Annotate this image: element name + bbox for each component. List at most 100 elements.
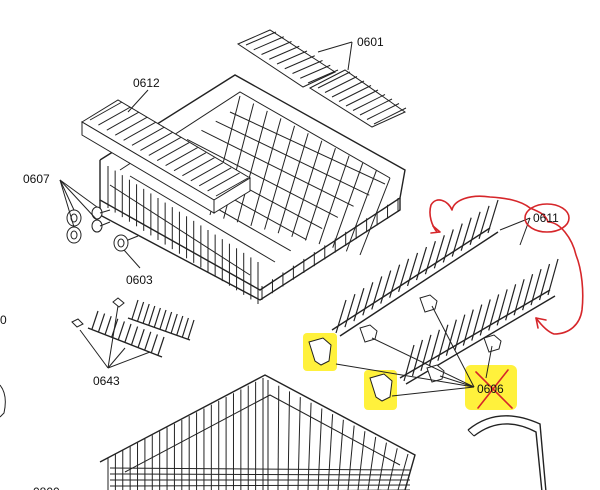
shelf-slat (284, 55, 315, 70)
label-0601: 0601 (357, 35, 384, 49)
big-tine (380, 270, 392, 304)
label-0611: 0611 (533, 211, 559, 225)
big-tine (437, 324, 449, 361)
handle-part (467, 415, 547, 490)
big-tine (547, 258, 559, 296)
basket-tine (359, 177, 391, 256)
tray-slat (140, 131, 173, 151)
big-tine (451, 223, 463, 257)
small-tine (153, 307, 161, 328)
small-tine (137, 301, 145, 322)
basket-grid-wire (129, 175, 276, 263)
lower-basket-wire (317, 408, 323, 490)
red-circle-0611 (524, 203, 570, 233)
small-tine (131, 326, 139, 345)
big-tine (362, 282, 374, 316)
red-x-mark (475, 369, 513, 409)
small-tine (91, 310, 99, 330)
label-0603: 0603 (126, 273, 153, 287)
lower-basket-wire (277, 385, 280, 490)
big-tine (522, 274, 534, 311)
big-tine (513, 279, 525, 316)
big-tine (406, 252, 419, 287)
small-tine (170, 313, 178, 334)
small-tine (157, 336, 165, 356)
big-tine (411, 339, 424, 377)
basket-grid-wire (201, 129, 354, 207)
shelf-slat (253, 36, 284, 51)
tray-slat (148, 137, 182, 156)
big-tine (460, 217, 472, 251)
shelf-slat (324, 76, 358, 93)
red-arrow-annotation (429, 195, 584, 335)
small-tine (165, 311, 173, 332)
tray-slat (215, 177, 249, 197)
lower-basket-wire (397, 453, 409, 490)
tray-slat (98, 106, 131, 126)
lower-basket-rail (109, 473, 411, 476)
tray-slat (123, 121, 156, 141)
big-tine (496, 289, 508, 326)
part-0603-wheel (113, 234, 139, 252)
tray-slat (198, 167, 232, 187)
big-tine (344, 293, 356, 328)
shelf-slat (307, 69, 339, 84)
label-0607: 0607 (23, 172, 50, 186)
tray-slat (173, 152, 207, 172)
shelf-slat (300, 64, 331, 79)
lower-basket-rail (109, 467, 411, 471)
big-tine (424, 241, 436, 275)
tray-slat (114, 116, 148, 136)
tray-slat (165, 147, 198, 167)
part-0612-cutlery-tray (81, 99, 251, 214)
basket-tine (318, 155, 350, 245)
label-0800: 0800 (33, 485, 60, 490)
basket-tine (332, 162, 364, 248)
big-tine (530, 268, 542, 306)
part-labels: 0601 0612 0607 0603 0643 0611 0606 0 080… (0, 35, 559, 490)
basket-tine (304, 148, 336, 241)
big-tine (488, 294, 500, 331)
tray-slat (207, 172, 240, 192)
tray-slat (190, 162, 224, 182)
tray-slat (89, 101, 123, 121)
basket-grid-wire (215, 120, 370, 196)
big-tine (371, 276, 383, 310)
small-tine (124, 323, 132, 343)
lower-basket-wire (367, 436, 377, 490)
small-tine (176, 315, 184, 336)
lower-basket-wire (387, 448, 398, 490)
label-0606: 0606 (477, 382, 504, 396)
big-tine (445, 319, 457, 356)
big-tine (538, 263, 551, 301)
basket-tine (264, 125, 296, 230)
small-tine (148, 305, 156, 326)
big-tine (403, 344, 415, 382)
big-tine (487, 199, 499, 234)
lower-basket-wire (377, 442, 387, 490)
small-tine (98, 313, 106, 332)
small-tine (131, 299, 139, 320)
leader-lines (59, 41, 531, 369)
basket-grid-wire (229, 111, 386, 185)
shelf-slat (338, 85, 372, 102)
shelf-slat (317, 71, 351, 89)
shelf-slat (276, 50, 308, 65)
small-tine (181, 317, 189, 338)
big-tine (469, 211, 481, 245)
big-tine (442, 229, 454, 263)
big-tine (433, 235, 445, 269)
label-0643: 0643 (93, 374, 120, 388)
big-tine (471, 304, 483, 341)
basket-tine (277, 133, 309, 234)
lower-basket-rail (109, 484, 411, 487)
big-tine (353, 288, 365, 322)
part-0611-tine-racks (331, 199, 559, 385)
big-tine (428, 329, 440, 366)
big-tine (462, 309, 474, 346)
basket-tine (345, 170, 377, 252)
small-tine (150, 334, 158, 353)
basket-tine (250, 118, 282, 227)
small-tine (144, 331, 152, 350)
